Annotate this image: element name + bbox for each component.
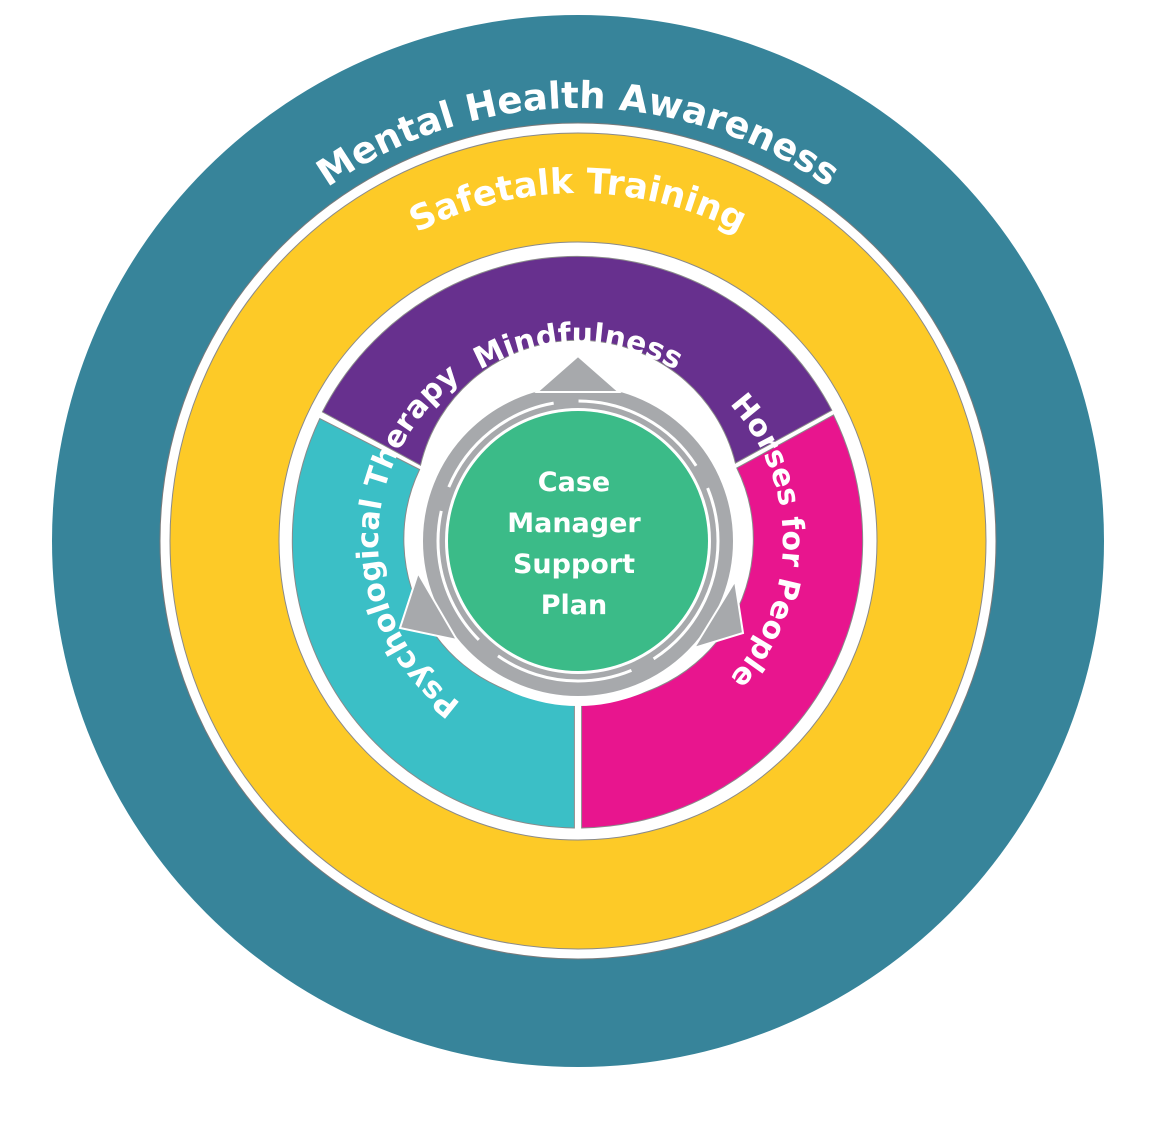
arrow-ring-inner-line (436, 399, 720, 683)
center-circle (448, 411, 708, 671)
arrow-left-head (398, 570, 459, 642)
arrow-right-head (691, 578, 745, 650)
segment-horses (581, 414, 864, 829)
segment-mindfulness (321, 255, 833, 466)
arrow-up-head (534, 354, 622, 393)
center-text-line-4: Plan (541, 590, 608, 621)
segment-psychological (291, 417, 575, 829)
center-text-line-2: Manager (507, 508, 641, 539)
arrow-ring (423, 386, 733, 696)
center-text-line-3: Support (513, 549, 635, 580)
cycle-arrows (398, 354, 745, 696)
center-text-line-1: Case (538, 467, 610, 498)
inner-segments (291, 255, 864, 829)
